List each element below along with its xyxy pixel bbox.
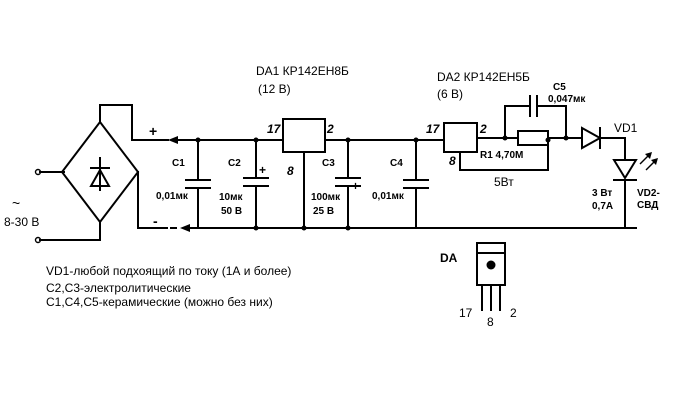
r1-c5-network: C5 0,047мк R1 4,70М 5Вт [476, 82, 586, 189]
capacitor-c3: C3 + 100мк 25 В [311, 139, 361, 229]
note-line-1: VD1-любой подхоящий по току (1А и более) [46, 264, 291, 278]
c1-value: 0,01мк [156, 191, 189, 202]
vd1-output-wire [599, 137, 626, 159]
vd2-ground-wire [624, 179, 637, 229]
vd1-label: VD1 [614, 121, 638, 135]
capacitor-c4: C4 0,01мк [372, 137, 429, 229]
vd2-label-2: СВД [637, 200, 658, 211]
package-pin-8: 8 [487, 315, 494, 329]
c3-rating: 25 В [313, 206, 334, 217]
r1-label: R1 4,70М [480, 150, 523, 161]
da2-pin-in: 17 [426, 122, 441, 136]
diode-vd1: VD1 [581, 121, 638, 159]
da2-name: DA2 КР142ЕН5Б [437, 70, 530, 84]
da1-body [282, 118, 326, 153]
vd2-label: VD2- [637, 188, 660, 199]
bridge-minus-wire [137, 171, 163, 229]
minus-sign: - [153, 213, 158, 229]
c3-value: 100мк [311, 192, 341, 203]
c5-wire-right [536, 105, 567, 139]
input-voltage-label: 8-30 В [4, 215, 39, 229]
vd2-power: 3 Вт [592, 188, 612, 199]
c5-wire-left [504, 105, 531, 139]
note-line-3: C1,C4,C5-керамические (можно без них) [46, 295, 273, 309]
c4-value: 0,01мк [372, 191, 405, 202]
da2-pin-gnd: 8 [449, 154, 456, 168]
c1-label: C1 [172, 158, 185, 169]
da1-pin-out: 2 [326, 122, 334, 136]
regulator-da2: DA2 КР142ЕН5Б (6 В) 17 2 8 [426, 70, 549, 171]
vd1-diode-icon [581, 126, 603, 150]
c2-value: 10мк [219, 192, 244, 203]
capacitor-c2: C2 + 10мк 50 В [219, 139, 269, 229]
capacitor-c1: C1 0,01мк [156, 139, 211, 229]
ac-wire-bottom [39, 221, 101, 241]
bridge-plus-wire [99, 104, 169, 141]
regulator-package: DA 17 8 2 [440, 242, 517, 329]
package-pin-17: 17 [459, 306, 473, 320]
c2-label: C2 [228, 158, 241, 169]
c5-label: C5 [553, 82, 566, 93]
da2-body [443, 122, 478, 153]
c2-plus: + [259, 163, 266, 177]
c4-label: C4 [390, 158, 403, 169]
da1-pin-gnd: 8 [287, 164, 294, 178]
bridge-outline [60, 120, 140, 224]
diode-bridge [60, 120, 140, 224]
da1-pin-in: 17 [267, 122, 282, 136]
regulator-da1: DA1 КР142ЕН8Б (12 В) 17 2 8 [256, 64, 349, 229]
note-line-2: C2,C3-электролитические [46, 281, 191, 295]
da2-adjust-wire [459, 139, 549, 171]
plus-arrow-icon [168, 136, 178, 144]
da2-pin-out: 2 [479, 122, 487, 136]
led-vd2: VD2- СВД 3 Вт 0,7А [592, 152, 660, 229]
bridge-diode-icon [89, 167, 111, 187]
c2-rating: 50 В [221, 206, 242, 217]
r1-body [517, 130, 549, 146]
da1-name: DA1 КР142ЕН8Б [256, 64, 349, 78]
notes: VD1-любой подхоящий по току (1А и более)… [46, 264, 291, 309]
vd2-led-icon [612, 159, 638, 180]
minus-arrow-icon [180, 224, 190, 232]
c5-value: 0,047мк [548, 94, 586, 105]
da1-voltage: (12 В) [258, 82, 291, 96]
vd2-current: 0,7А [592, 201, 613, 212]
da2-voltage: (6 В) [437, 87, 463, 101]
package-mount-hole [486, 260, 496, 270]
plus-sign: + [149, 123, 157, 139]
r1-power: 5Вт [494, 175, 514, 189]
package-pin-2: 2 [510, 306, 517, 320]
c3-plus: + [352, 179, 359, 193]
ac-symbol: ~ [12, 195, 20, 211]
c4-junction [413, 137, 419, 143]
package-label: DA [440, 251, 458, 265]
ac-input: ~ 8-30 В [4, 168, 101, 244]
c3-label: C3 [322, 158, 335, 169]
